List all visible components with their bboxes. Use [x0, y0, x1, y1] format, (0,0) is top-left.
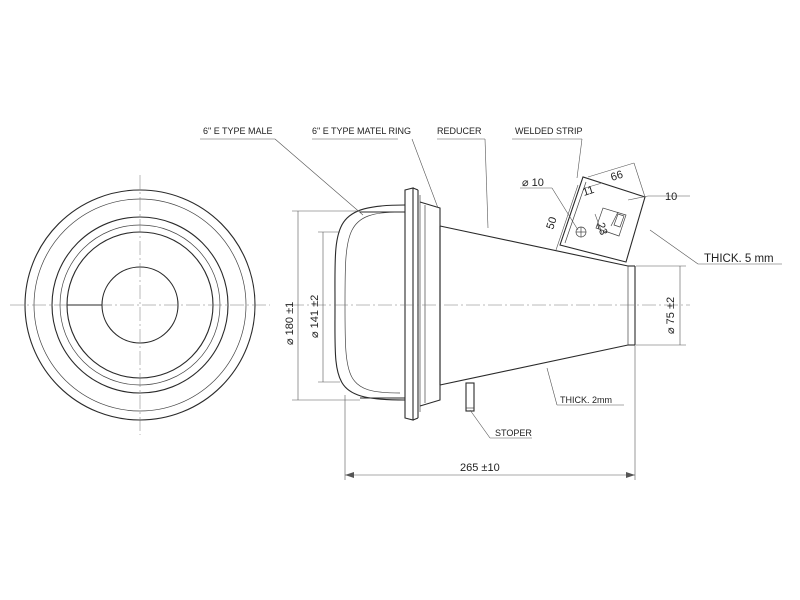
leader-lines — [200, 138, 782, 439]
dim-d180: ⌀ 180 ±1 — [284, 302, 296, 345]
dim-d141: ⌀ 141 ±2 — [309, 295, 321, 338]
dim-d75: ⌀ 75 ±2 — [665, 297, 677, 334]
dimension-lines — [292, 210, 686, 480]
label-stoper: STOPER — [495, 428, 532, 438]
end-view — [10, 175, 270, 435]
dim-66: 66 — [609, 169, 624, 184]
dim-d10: ⌀ 10 — [522, 177, 544, 189]
dim-11: 11 — [581, 184, 596, 199]
dim-10: 10 — [665, 191, 677, 203]
dim-50: 50 — [544, 216, 559, 231]
label-thick2: THICK. 2mm — [560, 395, 612, 405]
label-thick5: THICK. 5 mm — [704, 253, 774, 265]
label-welded-strip: WELDED STRIP — [515, 126, 583, 136]
label-male: 6" E TYPE MALE — [203, 126, 273, 136]
dim-23: 23 — [594, 221, 609, 236]
side-view — [290, 187, 690, 421]
text-labels: 6" E TYPE MALE 6" E TYPE MATEL RING REDU… — [203, 126, 774, 474]
label-ring: 6" E TYPE MATEL RING — [312, 126, 411, 136]
dim-length-265: 265 ±10 — [460, 462, 500, 474]
label-reducer: REDUCER — [437, 126, 482, 136]
welded-strip-detail — [555, 162, 690, 263]
